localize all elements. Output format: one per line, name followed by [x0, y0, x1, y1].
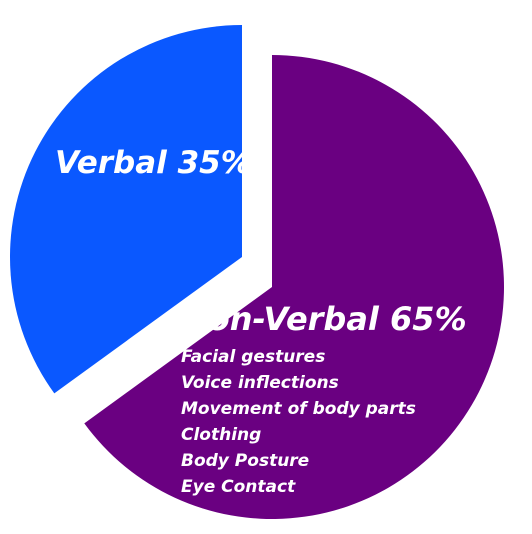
non-verbal-item: Voice inflections [181, 373, 339, 393]
non-verbal-item: Eye Contact [181, 477, 296, 497]
non-verbal-item: Clothing [181, 425, 261, 445]
slice-non-verbal [84, 55, 505, 520]
slice-label-non-verbal: Non-Verbal 65% [181, 300, 467, 338]
slices-layer [10, 25, 505, 520]
slice-verbal [10, 25, 242, 394]
non-verbal-item: Body Posture [181, 451, 309, 471]
non-verbal-item: Facial gestures [181, 347, 325, 367]
non-verbal-item: Movement of body parts [181, 399, 416, 419]
slice-label-verbal: Verbal 35% [55, 145, 252, 181]
